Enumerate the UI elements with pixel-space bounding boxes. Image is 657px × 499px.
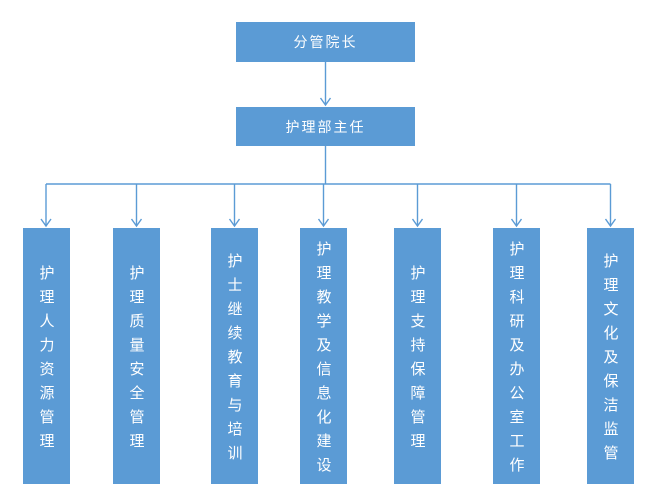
branch-label-4: 护理教学及信息化建设	[314, 240, 332, 481]
branch-node-6: 护理科研及办公室工作	[492, 228, 540, 484]
branch-node-4: 护理教学及信息化建设	[299, 228, 347, 484]
arrowhead-branch-6	[510, 218, 523, 228]
node-director-label: 护理部主任	[285, 118, 366, 135]
branch-label-1: 护理人力资源管理	[37, 264, 55, 457]
arrowhead-branch-1	[40, 218, 52, 228]
branch-label-5: 护理支持保障管理	[408, 264, 426, 457]
branch-node-5: 护理支持保障管理	[393, 228, 441, 484]
arrowhead-branch-2	[130, 218, 143, 228]
branch-node-1: 护理人力资源管理	[22, 228, 70, 484]
branch-label-3: 护士继续教育与培训	[225, 252, 243, 469]
branch-node-7: 护理文化及保洁监管	[586, 228, 634, 484]
arrowhead-branch-5	[411, 218, 424, 228]
arrowhead-branch-3	[228, 218, 241, 228]
branch-label-7: 护理文化及保洁监管	[601, 252, 619, 469]
node-director: 护理部主任	[236, 107, 415, 146]
branch-label-6: 护理科研及办公室工作	[507, 240, 525, 481]
branch-label-2: 护理质量安全管理	[127, 264, 145, 457]
branch-node-2: 护理质量安全管理	[112, 228, 160, 484]
arrowhead-branch-4	[317, 218, 330, 228]
node-root: 分管院长	[236, 22, 415, 62]
arrowhead-branch-7	[604, 218, 617, 228]
arrowhead-director	[319, 97, 332, 107]
node-root-label: 分管院长	[293, 34, 358, 50]
branch-node-3: 护士继续教育与培训	[210, 228, 258, 484]
